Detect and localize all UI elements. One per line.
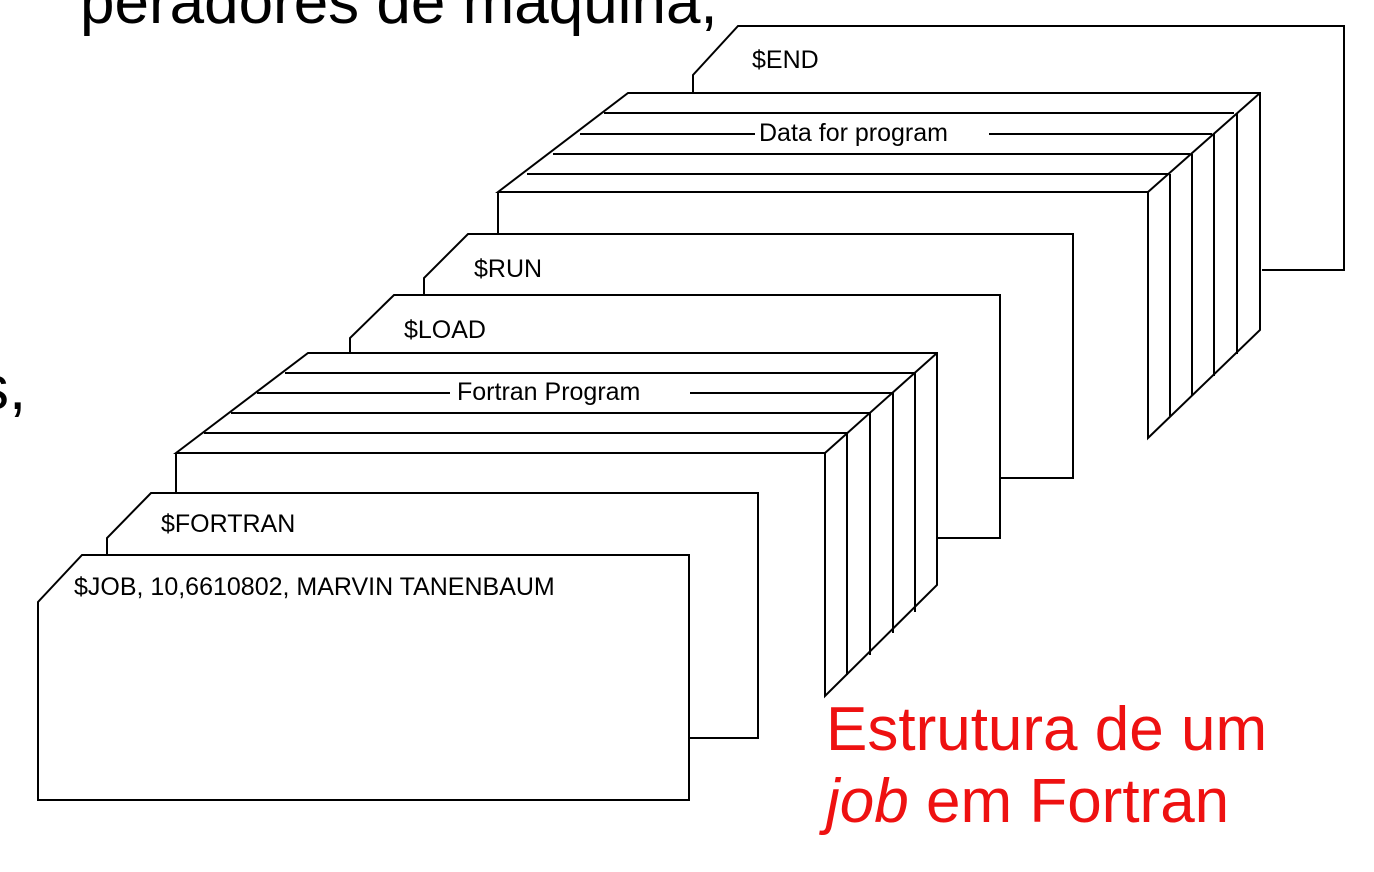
- caption-job-word: job: [826, 766, 909, 836]
- load-card-label: $LOAD: [404, 316, 486, 344]
- cut-off-bullet-text: s,: [0, 354, 27, 423]
- caption-line-2: job em Fortran: [826, 766, 1267, 838]
- fortran-program-label: Fortran Program: [457, 378, 640, 406]
- end-card-label: $END: [752, 46, 819, 74]
- fortran-card-label: $FORTRAN: [161, 510, 295, 538]
- caption-line-1: Estrutura de um: [826, 695, 1268, 764]
- diagram-caption: Estrutura de um job em Fortran: [826, 694, 1267, 838]
- fortran-program-deck: Fortran Program: [173, 352, 938, 699]
- job-card: $JOB, 10,6610802, MARVIN TANENBAUM: [37, 554, 690, 801]
- run-card-label: $RUN: [474, 255, 542, 283]
- job-card-label: $JOB, 10,6610802, MARVIN TANENBAUM: [74, 573, 555, 601]
- cut-off-heading-text: peradores de máquina,: [80, 0, 718, 37]
- data-for-program-label: Data for program: [759, 119, 948, 147]
- caption-line-2-rest: em Fortran: [908, 766, 1230, 836]
